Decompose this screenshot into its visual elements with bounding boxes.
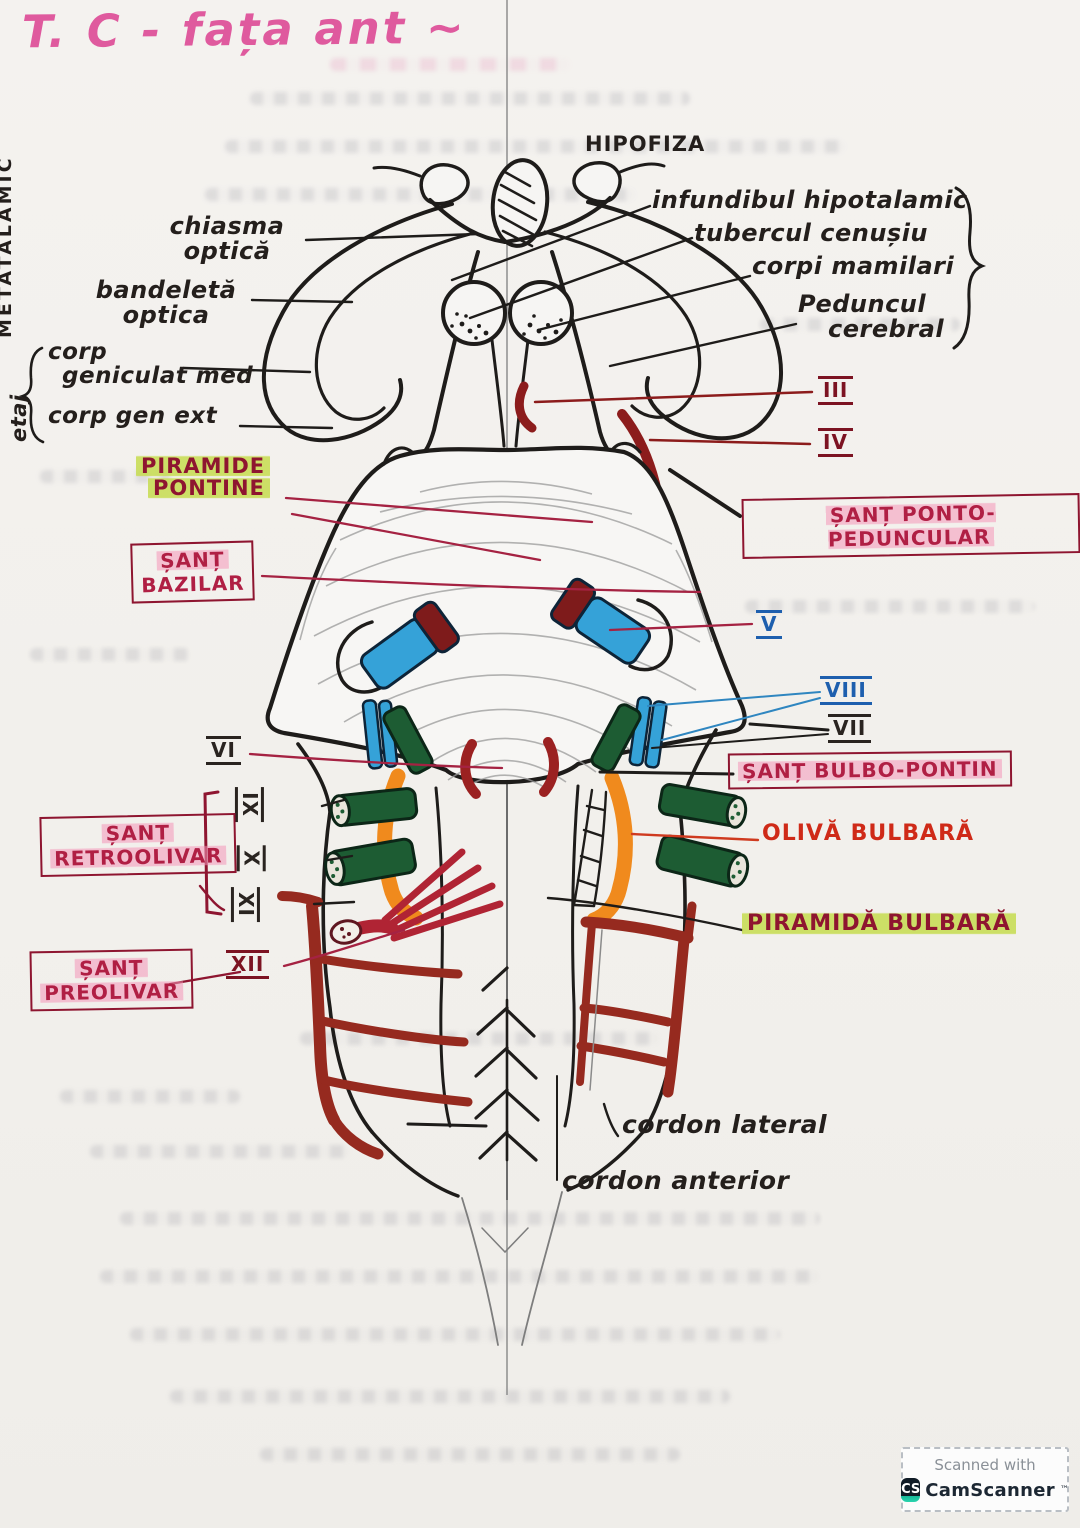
rootlet-fan-left [329, 848, 504, 945]
pyramid-edge-right [563, 784, 580, 1128]
label-cordon-anterior: cordon anterior [562, 1166, 790, 1195]
nerve-label-IX: IX [234, 787, 264, 822]
scanned-with-text: Scanned with [934, 1456, 1036, 1474]
label-corp-geniculat-med: corp geniculat med [48, 339, 254, 390]
leader-lines [182, 204, 830, 1181]
label-hipofiza: HIPOFIZA [585, 132, 706, 156]
nerve-label-XII: XII [226, 950, 270, 979]
nerve-label-V: V [756, 610, 783, 639]
nerve-VI-roots [460, 737, 559, 799]
label-piramide-pontine: PIRAMIDE PONTINE [136, 454, 271, 501]
pyramidal-decussation-herringbone [474, 966, 540, 1162]
accessory-nerve-trees [277, 891, 697, 1160]
olive-orange-bands [377, 768, 633, 928]
left-curly-brace [18, 346, 45, 444]
optic-nerve-stump-right [572, 161, 622, 204]
mammillary-dots [450, 312, 563, 340]
margin-bracket-label: etaj [7, 394, 31, 442]
nerve-IX-X-stumps [324, 783, 750, 888]
label-bandeleta-optica: bandeletă optica [95, 276, 237, 330]
bleed-through-mark [170, 1390, 730, 1403]
optic-chiasm-and-tracts [261, 158, 783, 460]
label-sant-retroolivar: ȘANȚ RETROOLIVAR [39, 812, 237, 878]
trademark-symbol: ™ [1059, 1485, 1069, 1495]
hypophysis [490, 158, 550, 248]
page-title: T. C - fața ant ~ [21, 0, 467, 59]
label-chiasma-optica: chiasma optică [169, 212, 285, 266]
label-corp-gen-ext: corp gen ext [48, 403, 218, 429]
label-peduncul-cerebral: Peduncul cerebral [798, 290, 945, 344]
bleed-through-mark [330, 58, 570, 71]
label-sant-ponto-peduncular: ȘANȚ PONTO-PEDUNCULAR [741, 493, 1080, 559]
label-oliva-bulbara: OLIVĂ BULBARĂ [762, 821, 975, 846]
optic-nerve-stump-left [419, 163, 470, 206]
optic-tract-right-inner [543, 230, 702, 419]
margin-vertical-label: METATALAMIC [0, 155, 16, 338]
camscanner-watermark: Scanned with CS CamScanner ™ [901, 1447, 1069, 1512]
mammillary-body-left [441, 280, 507, 346]
optic-tract-left-inner [314, 232, 472, 421]
nerve-label-XI: XI [230, 887, 260, 922]
cord-taper-pencil [461, 1191, 563, 1346]
label-cordon-lateral: cordon lateral [622, 1110, 828, 1139]
nerve-III-root [514, 381, 537, 433]
label-piramida-bulbara: PIRAMIDĂ BULBARĂ [742, 911, 1016, 936]
bleed-through-mark [745, 600, 1035, 613]
bleed-through-mark [130, 1328, 780, 1341]
nerve-VII-stumps [382, 703, 642, 775]
nerve-label-X: X [236, 845, 266, 872]
nerve-label-IV: IV [818, 428, 853, 457]
hypophysis-hatching [497, 170, 538, 248]
bleed-through-mark [250, 92, 690, 105]
bleed-through-mark [225, 140, 845, 153]
label-sant-bulbo-pontin: ȘANȚ BULBO-PONTIN [727, 750, 1012, 790]
label-infundibul-hipotalamic: infundibul hipotalamic [652, 186, 968, 214]
nerve-label-III: III [818, 376, 854, 405]
cerebral-peduncle-right-edge [550, 250, 618, 460]
bleed-through-mark [260, 1448, 680, 1461]
optic-tract-left-outer [261, 202, 454, 443]
camscanner-brand-text: CamScanner [925, 1479, 1055, 1501]
label-corpi-mamilari: corpi mamilari [752, 252, 955, 280]
label-tubercul-cenusiu: tubercul cenușiu [694, 219, 929, 247]
label-sant-bazilar: ȘANȚ BAZILAR [130, 540, 256, 604]
bleed-through-mark [760, 318, 960, 331]
bleed-through-mark [60, 1090, 240, 1103]
right-curly-brace [952, 186, 987, 350]
bleed-through-mark [100, 1270, 820, 1283]
nerve-V-stump-left [336, 600, 460, 694]
pyramid-edge-left [434, 786, 452, 1128]
bleed-through-mark [120, 1212, 820, 1225]
bleed-through-mark [90, 1145, 350, 1158]
camscanner-logo-icon: CS [901, 1478, 921, 1502]
olive-hatch-right [572, 788, 608, 908]
label-sant-preolivar: ȘANȚ PREOLIVAR [29, 948, 194, 1012]
bleed-through-mark [30, 648, 190, 661]
nerve-label-VIII: VIII [820, 676, 872, 705]
pons [265, 441, 747, 788]
nerve-label-VI: VI [206, 736, 241, 765]
nerve-label-VII: VII [828, 714, 872, 743]
